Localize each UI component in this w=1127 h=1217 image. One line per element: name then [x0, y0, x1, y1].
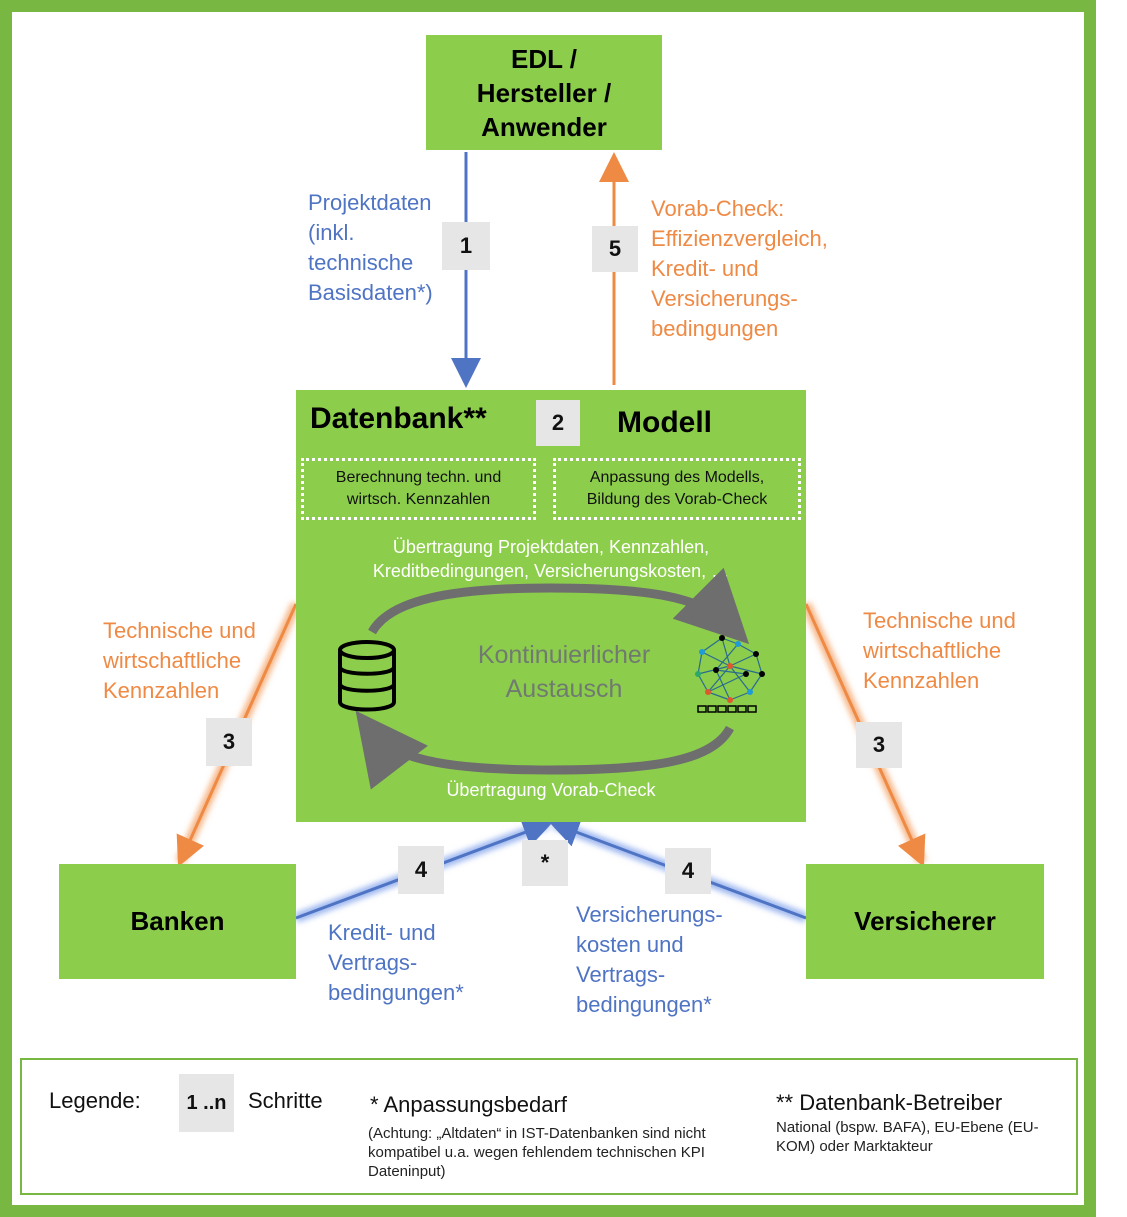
legend-dstar-title: ** Datenbank-Betreiber [776, 1090, 1003, 1115]
legend-dstar-note: National (bspw. BAFA), EU-Ebene (EU- KOM… [776, 1119, 1039, 1155]
outer-frame [0, 0, 1096, 1217]
model-title: Modell [617, 406, 712, 439]
db-title: Datenbank** [310, 402, 487, 435]
label-kredit: Kredit- und Vertrags- bedingungen* [328, 920, 464, 1005]
step-3-right: 3 [856, 722, 902, 768]
step-star: * [522, 840, 568, 886]
label-tech-right: Technische und wirtschaftliche Kennzahle… [863, 608, 1016, 693]
exchange-text: Kontinuierlicher Austausch [477, 641, 651, 703]
label-versicherung: Versicherungs- kosten und Vertrags- bedi… [576, 902, 723, 1017]
label-projektdaten: Projektdaten (inkl. technische Basisdate… [308, 190, 433, 305]
legend-step-example: 1 ..n [179, 1074, 234, 1132]
db-subtask: Berechnung techn. und wirtsch. Kennzahle… [301, 458, 536, 520]
node-edl: EDL / Hersteller / Anwender [426, 35, 662, 150]
legend-steps-label: Schritte [248, 1088, 323, 1113]
transfer-bottom-text: Übertragung Vorab-Check [446, 780, 656, 800]
step-5: 5 [592, 226, 638, 272]
legend-star-title: * Anpassungsbedarf [370, 1092, 567, 1117]
step-4-left: 4 [398, 846, 444, 894]
legend-title: Legende: [49, 1088, 141, 1113]
legend-star-note: (Achtung: „Altdaten“ in IST-Datenbanken … [368, 1125, 706, 1180]
step-3-left: 3 [206, 718, 252, 766]
node-banks: Banken [59, 864, 296, 979]
legend [20, 1058, 1078, 1195]
step-1: 1 [442, 222, 490, 270]
label-tech-left: Technische und wirtschaftliche Kennzahle… [103, 618, 256, 703]
neural-network-icon [695, 635, 765, 713]
node-insurer: Versicherer [806, 864, 1044, 979]
model-subtask: Anpassung des Modells, Bildung des Vorab… [553, 458, 801, 520]
label-vorab-check: Vorab-Check: Effizienzvergleich, Kredit-… [651, 196, 828, 341]
step-2: 2 [536, 400, 580, 446]
step-4-right: 4 [665, 848, 711, 894]
database-icon [338, 640, 396, 712]
